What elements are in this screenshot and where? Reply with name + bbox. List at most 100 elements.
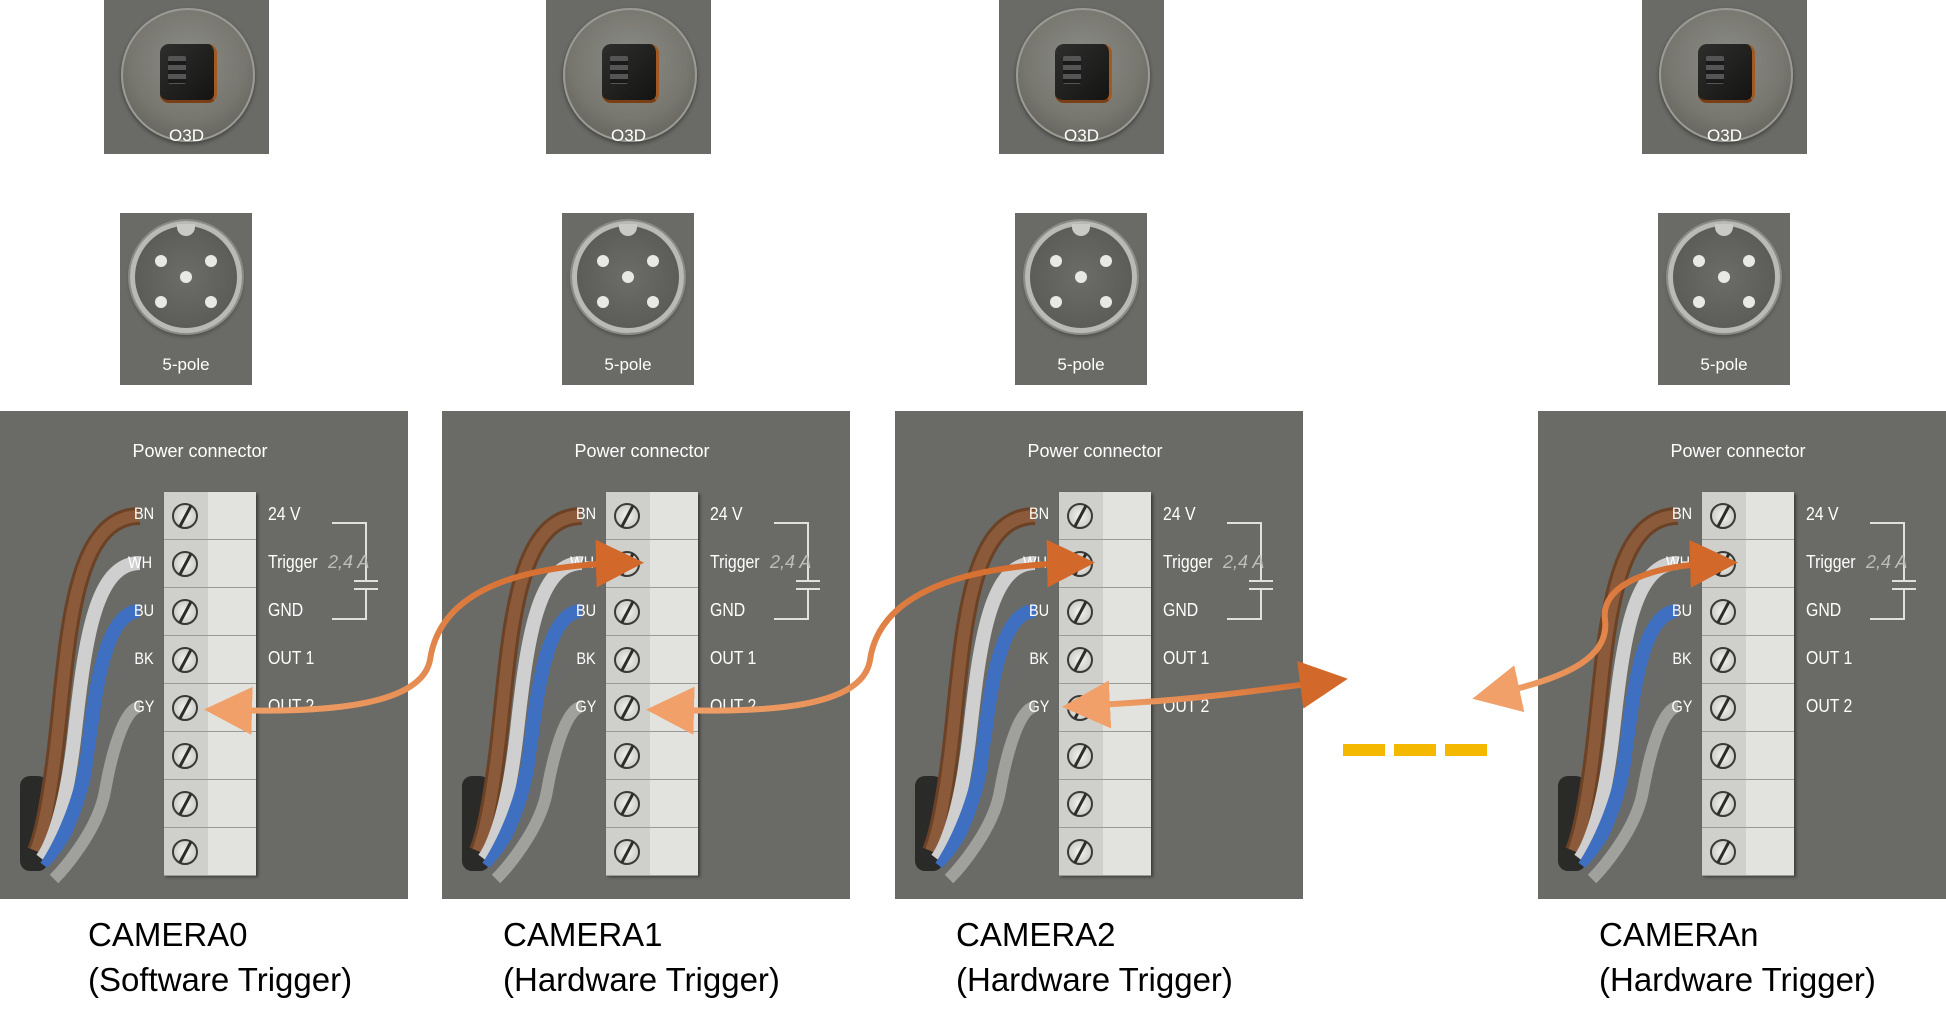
five-pole-connector-icon: 5-pole bbox=[1015, 213, 1147, 385]
pin-label-gnd: GND bbox=[1806, 600, 1842, 620]
wire-tag-gy: GY bbox=[133, 697, 155, 716]
pin-label-out2: OUT 2 bbox=[268, 696, 315, 716]
pin-label-out1: OUT 1 bbox=[1806, 648, 1853, 668]
panel-title: Power connector bbox=[574, 441, 710, 461]
connector-pin bbox=[1693, 255, 1705, 267]
pin-label-trigger: Trigger bbox=[1806, 552, 1856, 572]
power-connector-panel: Power connector BN WH BU BK GY 24 V Trig… bbox=[0, 411, 408, 899]
camera-device-icon: O3D bbox=[999, 0, 1164, 154]
panel-title: Power connector bbox=[1027, 441, 1163, 461]
terminal bbox=[606, 828, 698, 876]
screw-icon bbox=[1710, 695, 1736, 721]
terminal bbox=[1702, 588, 1794, 636]
wire-tag-gy: GY bbox=[575, 697, 597, 716]
connector-face bbox=[1025, 221, 1137, 333]
ellipsis-dash bbox=[1394, 744, 1436, 756]
screw-icon bbox=[172, 551, 198, 577]
pin-label-24v: 24 V bbox=[1163, 504, 1196, 524]
connector-pin bbox=[205, 296, 217, 308]
screw-icon bbox=[1067, 599, 1093, 625]
wire-tag-bu: BU bbox=[133, 601, 155, 620]
terminal bbox=[164, 780, 256, 828]
connector-pin bbox=[205, 255, 217, 267]
wire-tag-bn: BN bbox=[575, 504, 597, 523]
screw-icon bbox=[172, 695, 198, 721]
panel-title: Power connector bbox=[132, 441, 268, 461]
connector-pin bbox=[1743, 296, 1755, 308]
camera-icon bbox=[602, 44, 659, 103]
screw-icon bbox=[1067, 839, 1093, 865]
camera-caption: CAMERA0 (Software Trigger) bbox=[88, 912, 352, 1002]
wire-tag-wh: WH bbox=[127, 553, 153, 572]
device-label: O3D bbox=[1707, 126, 1742, 145]
terminal bbox=[1702, 828, 1794, 876]
panel-title: Power connector bbox=[1670, 441, 1806, 461]
terminal bbox=[1702, 540, 1794, 588]
wire-tag-wh: WH bbox=[1665, 553, 1691, 572]
trigger-mode: (Software Trigger) bbox=[88, 961, 353, 998]
wire-tag-wh: WH bbox=[569, 553, 595, 572]
screw-icon bbox=[1067, 551, 1093, 577]
current-rating: 2,4 A bbox=[1866, 552, 1908, 572]
screw-icon bbox=[614, 503, 640, 529]
screw-icon bbox=[1710, 551, 1736, 577]
connector-key bbox=[619, 224, 637, 236]
terminal bbox=[164, 540, 256, 588]
pin-label-out2: OUT 2 bbox=[1163, 696, 1210, 716]
pin-label-gnd: GND bbox=[1163, 600, 1199, 620]
connector-key bbox=[1072, 224, 1090, 236]
pin-label-out1: OUT 1 bbox=[710, 648, 757, 668]
connector-pin bbox=[1693, 296, 1705, 308]
camera-name: CAMERA2 bbox=[956, 916, 1116, 953]
connector-pin bbox=[180, 271, 192, 283]
wire-tag-bu: BU bbox=[1671, 601, 1693, 620]
wire-tag-wh: WH bbox=[1022, 553, 1048, 572]
terminal-block bbox=[164, 492, 256, 876]
pin-label-trigger: Trigger bbox=[1163, 552, 1213, 572]
screw-icon bbox=[172, 839, 198, 865]
fuse-bracket bbox=[332, 522, 378, 620]
terminal bbox=[1702, 684, 1794, 732]
five-pole-connector-icon: 5-pole bbox=[562, 213, 694, 385]
pin-label-trigger: Trigger bbox=[710, 552, 760, 572]
connector-pin bbox=[597, 255, 609, 267]
connector-pin bbox=[1743, 255, 1755, 267]
wire-tag-bu: BU bbox=[575, 601, 597, 620]
pin-label-out2: OUT 2 bbox=[710, 696, 757, 716]
terminal-block bbox=[1702, 492, 1794, 876]
terminal bbox=[606, 684, 698, 732]
wire-tag-bn: BN bbox=[1028, 504, 1050, 523]
connector-label: 5-pole bbox=[1057, 355, 1105, 374]
terminal bbox=[606, 732, 698, 780]
screw-icon bbox=[614, 647, 640, 673]
pin-label-out1: OUT 1 bbox=[268, 648, 315, 668]
screw-icon bbox=[1710, 743, 1736, 769]
ellipsis-dash bbox=[1343, 744, 1385, 756]
power-connector-panel: Power connector BN WH BU BK GY 24 V Trig… bbox=[895, 411, 1303, 899]
screw-icon bbox=[1067, 791, 1093, 817]
current-rating: 2,4 A bbox=[770, 552, 812, 572]
connector-pin bbox=[1050, 296, 1062, 308]
pin-label-out1: OUT 1 bbox=[1163, 648, 1210, 668]
device-label: O3D bbox=[169, 126, 204, 145]
camera-name: CAMERA1 bbox=[503, 916, 663, 953]
connector-label: 5-pole bbox=[1700, 355, 1748, 374]
wire-tag-bk: BK bbox=[1029, 649, 1049, 668]
terminal bbox=[164, 828, 256, 876]
terminal bbox=[1059, 828, 1151, 876]
screw-icon bbox=[614, 743, 640, 769]
fuse-bracket bbox=[774, 522, 820, 620]
fuse-bracket bbox=[1870, 522, 1916, 620]
pin-label-trigger: Trigger bbox=[268, 552, 318, 572]
terminal bbox=[164, 684, 256, 732]
connector-pin bbox=[1718, 271, 1730, 283]
terminal bbox=[164, 492, 256, 540]
wire-tag-bu: BU bbox=[1028, 601, 1050, 620]
terminal bbox=[1059, 492, 1151, 540]
wire-tag-gy: GY bbox=[1671, 697, 1693, 716]
camera-device-icon: O3D bbox=[1642, 0, 1807, 154]
camera-name: CAMERA0 bbox=[88, 916, 248, 953]
terminal bbox=[606, 540, 698, 588]
power-connector-panel: Power connector BN WH BU BK GY 24 V Trig… bbox=[1538, 411, 1946, 899]
screw-icon bbox=[614, 791, 640, 817]
